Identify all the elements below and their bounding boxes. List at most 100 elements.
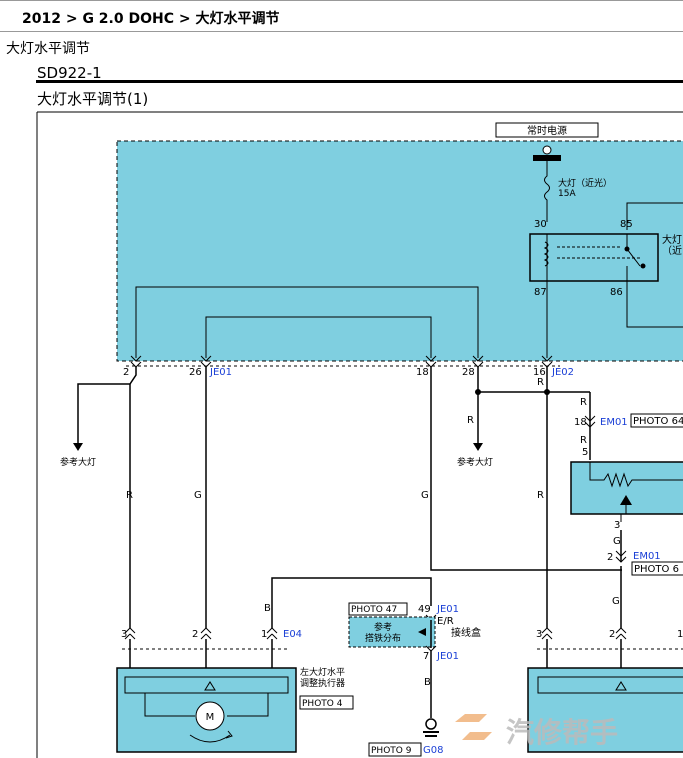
wire-color-r6: R — [580, 435, 587, 446]
pin-18b: 18 — [574, 417, 587, 428]
wire-color-b1: B — [264, 603, 271, 614]
connector-marks-left — [124, 627, 278, 640]
ground-icon — [423, 731, 439, 737]
wire-color-r1: R — [126, 490, 133, 501]
photo9-box — [368, 742, 422, 757]
junction-box-label: 接线盒 — [451, 626, 481, 639]
internal-wire-b — [205, 316, 432, 358]
connector-je02: JE02 — [551, 367, 574, 378]
actuator-ecu-block — [124, 676, 289, 694]
pin-49: 49 — [418, 604, 431, 615]
wire-color-g3: G — [613, 536, 621, 547]
wire-color-g2: G — [421, 490, 429, 501]
wire-color-r4: R — [537, 490, 544, 501]
pin-2b: 2 — [607, 552, 613, 563]
rotation-arrowhead — [225, 730, 233, 739]
relay-switch-icon — [626, 234, 641, 281]
breadcrumb-text: 2012 > G 2.0 DOHC > 大灯水平调节 — [22, 11, 280, 27]
relay-link — [557, 246, 640, 259]
title-divider — [36, 80, 683, 83]
pin-3: 3 — [614, 520, 620, 531]
pin-18: 18 — [416, 367, 429, 378]
wire-color-b2: B — [424, 677, 431, 688]
wire-b — [271, 577, 432, 628]
connector-g08: G08 — [423, 745, 443, 756]
wire-color-r2: R — [467, 415, 474, 426]
splice-ref-2: 搭铁分布 — [365, 632, 401, 644]
pin-3c: 3 — [536, 629, 542, 640]
right-actuator-leads — [546, 639, 622, 668]
pin-2: 2 — [123, 367, 129, 378]
breadcrumb: 2012 > G 2.0 DOHC > 大灯水平调节 — [0, 0, 683, 32]
wire-color-g1: G — [194, 490, 202, 501]
connector-e04: E04 — [283, 629, 302, 640]
wiper-arrow-icon — [620, 495, 632, 505]
pin-28: 28 — [462, 367, 475, 378]
resistor-icon — [589, 462, 683, 488]
actuator-leads — [129, 639, 273, 668]
pin-85: 85 — [620, 219, 633, 230]
actuator-internal-wire — [144, 693, 269, 717]
photo4-label: PHOTO 4 — [302, 699, 343, 709]
actuator-left-label-2: 调整执行器 — [300, 677, 345, 689]
wire-color-g4: G — [612, 596, 620, 607]
pin-2a: 2 — [192, 629, 198, 640]
power-bus-bar — [533, 155, 561, 161]
ground-terminal — [425, 718, 437, 730]
sensor-box — [570, 461, 683, 515]
motor-label: M — [206, 712, 215, 723]
pin-87: 87 — [534, 287, 547, 298]
pin-1c: 1 — [677, 629, 683, 640]
photo47-label: PHOTO 47 — [351, 605, 397, 615]
arrow-ref-mid — [473, 443, 483, 451]
diagram-title: 大灯水平调节(1) — [37, 90, 149, 108]
pin-2c: 2 — [609, 629, 615, 640]
fuse-name: 大灯（近光） — [558, 177, 612, 189]
photo47-box — [348, 602, 408, 616]
pin-16: 16 — [533, 367, 546, 378]
connector-em01: EM01 — [600, 417, 628, 428]
section-title: 大灯水平调节 — [6, 41, 90, 57]
relay-label-1: 大灯 — [662, 233, 682, 246]
relay-85-wire — [626, 202, 683, 230]
relay-86-wire — [626, 281, 683, 328]
motor-icon — [195, 701, 225, 731]
ref-mid-label: 参考大灯 — [457, 456, 493, 468]
right-actuator-ecu-block — [537, 676, 683, 694]
photo4-box — [299, 695, 354, 710]
watermark-logo-icon — [455, 714, 492, 740]
right-actuator-delta-icon — [615, 681, 627, 691]
pin-26: 26 — [189, 367, 202, 378]
right-actuator-box — [527, 667, 683, 753]
pin-86: 86 — [610, 287, 623, 298]
photo9-label: PHOTO 9 — [371, 746, 412, 756]
relay-contact-2 — [640, 263, 646, 269]
actuator-delta-icon — [204, 681, 216, 691]
wire-color-r5: R — [580, 397, 587, 408]
connector-em01b: EM01 — [633, 551, 661, 562]
connector-je01c: JE01 — [436, 651, 459, 662]
power-terminal — [542, 145, 552, 155]
connector-marks-right — [541, 627, 627, 640]
watermark-text: 汽修帮手 — [506, 716, 618, 749]
pin-30: 30 — [534, 219, 547, 230]
connector-mark-em01 — [584, 415, 596, 428]
wire-g-mid — [430, 367, 622, 571]
photo64-box — [630, 413, 683, 428]
photo6-label: PHOTO 6 — [634, 564, 679, 575]
diagram-code: SD922-1 — [37, 64, 102, 82]
pin-7: 7 — [423, 651, 429, 662]
arrow-ref-left — [73, 443, 83, 451]
watermark: 汽修帮手 — [455, 714, 618, 749]
splice-dot-1 — [475, 389, 481, 395]
pin-5: 5 — [582, 447, 588, 458]
fuse-icon — [544, 161, 550, 222]
diagram-frame — [36, 111, 683, 758]
relay-coil-icon — [543, 241, 549, 267]
wire-color-r3: R — [537, 377, 544, 388]
relay-label-2: （近 — [662, 244, 682, 257]
splice-ref-1: 参考 — [374, 621, 392, 633]
ref-left-label: 参考大灯 — [60, 456, 96, 468]
rotation-arrow-icon — [189, 734, 231, 743]
